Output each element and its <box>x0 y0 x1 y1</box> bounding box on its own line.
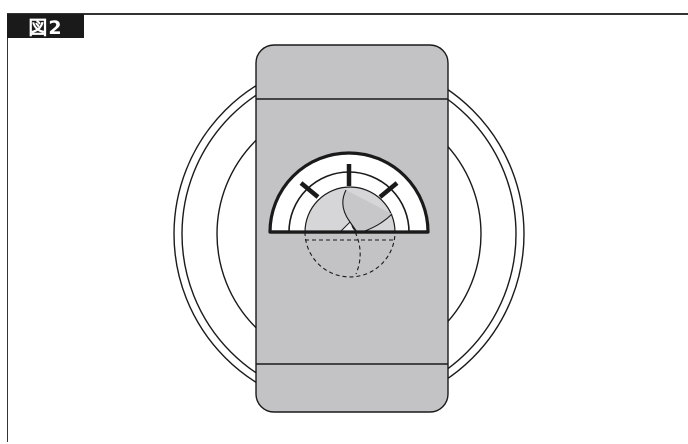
figure-label: 図2 <box>7 14 84 39</box>
hidden-disk-arc <box>304 231 396 278</box>
dial-tick-right <box>378 181 399 199</box>
frame-top-line <box>7 13 688 15</box>
hidden-inner-curve <box>351 225 361 275</box>
dial-tick-left <box>299 181 320 199</box>
hidden-disk-outline <box>304 225 396 278</box>
figure-frame <box>7 14 686 442</box>
dial-window <box>268 151 430 234</box>
